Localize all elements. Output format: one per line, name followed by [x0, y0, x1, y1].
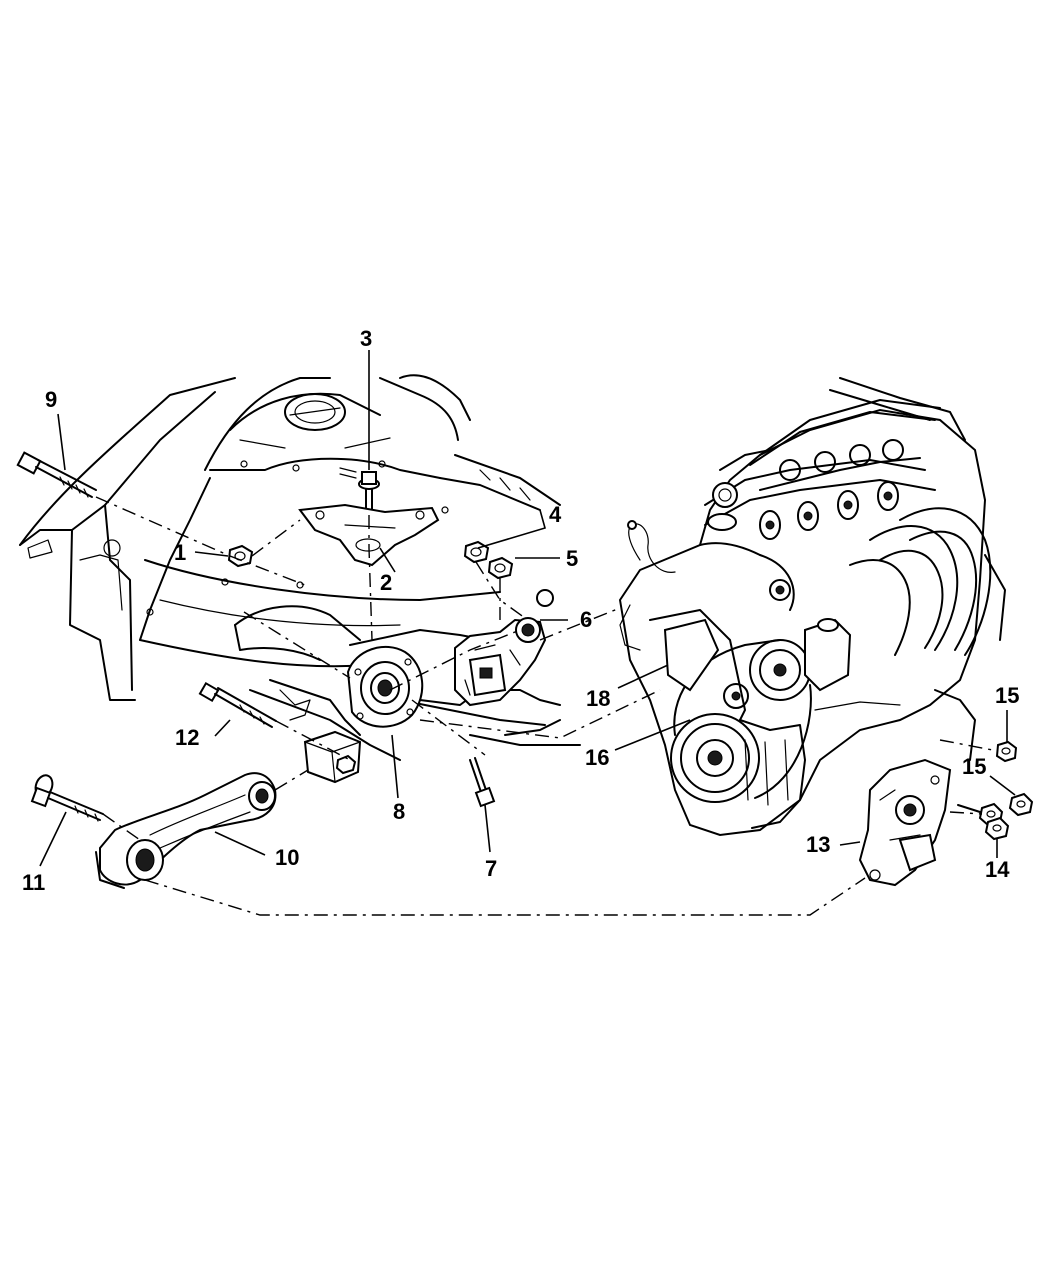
callout-8: 8 [393, 799, 406, 824]
part-7-bolt [469, 757, 496, 808]
part-15-bolt-upper [995, 740, 1018, 763]
part-4-nut [463, 540, 490, 564]
vehicle-frame-drawing [19, 374, 581, 761]
callout-11: 11 [22, 870, 46, 895]
part-5-nut [487, 556, 514, 580]
callout-10: 10 [275, 845, 300, 870]
callout-16: 16 [585, 745, 610, 770]
part-13-bracket [858, 758, 952, 887]
callout-leaders [39, 350, 1016, 867]
assembly-centerlines [95, 496, 999, 916]
part-9-bolt [16, 451, 97, 498]
callout-12: 12 [175, 725, 200, 750]
part-6-mount [454, 617, 547, 707]
callout-18: 18 [586, 686, 611, 711]
part-10-torque-strut [95, 772, 277, 889]
callout-9: 9 [45, 387, 58, 412]
lower-bracket [303, 730, 362, 784]
callout-7: 7 [485, 856, 498, 881]
callout-2: 2 [380, 570, 393, 595]
engine-assembly-drawing [618, 377, 1006, 837]
callout-1: 1 [174, 540, 187, 565]
part-12-bolt [198, 681, 277, 728]
callout-14: 14 [985, 857, 1010, 882]
callout-5: 5 [566, 546, 579, 571]
part-11-bolt [30, 774, 104, 822]
callout-4: 4 [549, 502, 562, 527]
callout-15-lower: 15 [962, 754, 987, 779]
callout-6: 6 [580, 607, 593, 632]
part-8-mount [346, 645, 424, 728]
callout-3: 3 [360, 326, 373, 351]
part-14-bolt [984, 816, 1010, 841]
callout-15-upper: 15 [995, 683, 1020, 708]
callout-13: 13 [806, 832, 831, 857]
